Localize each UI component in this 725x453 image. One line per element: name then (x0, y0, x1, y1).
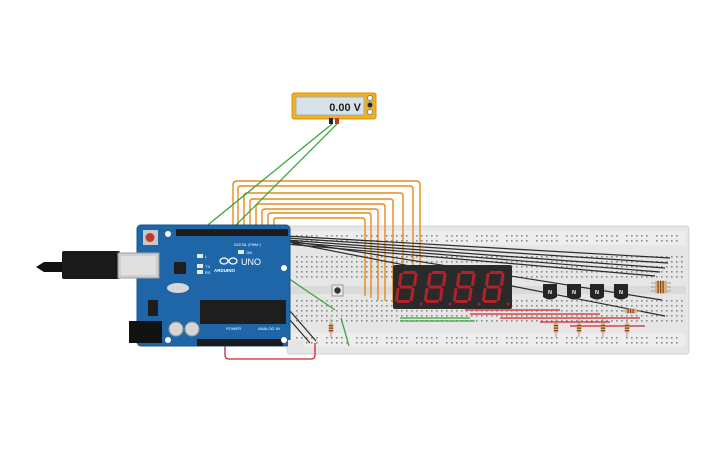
segment (500, 273, 505, 286)
segment (431, 271, 445, 274)
segment (423, 288, 429, 301)
segment (452, 288, 458, 301)
npn-transistor-4[interactable]: N (614, 284, 628, 300)
capacitor-1 (168, 321, 184, 337)
npn-transistor-2[interactable]: N (567, 284, 581, 300)
segment (467, 288, 473, 301)
atmega-chip (200, 300, 286, 324)
resistor (651, 284, 671, 290)
resistor (576, 319, 582, 337)
transistor-label: N (619, 290, 623, 296)
digit-3 (452, 271, 481, 306)
multimeter-reading: 0.00 V (329, 102, 361, 114)
usb-cable (36, 251, 160, 279)
led-tx (197, 264, 203, 268)
resistor (600, 319, 606, 337)
segment (394, 288, 400, 301)
resistors (328, 280, 671, 337)
resistor (553, 319, 559, 337)
capacitor-2 (184, 321, 200, 337)
npn-transistor-3[interactable]: N (590, 284, 604, 300)
segment (442, 273, 447, 286)
segment (456, 273, 461, 286)
terminal-minus[interactable] (366, 101, 374, 109)
segment (483, 300, 497, 303)
segment (481, 288, 487, 301)
segment (398, 273, 403, 286)
analog-label: ANALOG IN (258, 326, 280, 331)
segment (428, 285, 442, 289)
digit-2 (423, 271, 452, 306)
decimal-point (419, 302, 423, 306)
led-l (197, 254, 203, 258)
terminal-plus[interactable] (366, 94, 374, 102)
led-label-on: ON (246, 250, 252, 255)
segment (489, 271, 503, 274)
resistor (651, 288, 671, 294)
segment (402, 271, 416, 274)
board-notch (288, 340, 304, 352)
resistor (624, 319, 630, 337)
arduino-brand-text: ARDUINO (214, 268, 235, 273)
resistor (651, 280, 671, 286)
led-on (238, 250, 244, 254)
pushbutton[interactable] (331, 284, 344, 297)
digital-label: DIGITAL (PWM~) (234, 243, 261, 247)
arduino-model-text: UNO (241, 257, 261, 267)
arduino-logo: ARDUINO (214, 257, 238, 273)
transistor-label: N (548, 290, 552, 296)
segment (396, 300, 410, 303)
regulator (148, 300, 158, 316)
arduino-uno-board[interactable]: L TX RX ON ARDUINO UNO DIGITAL (PWM~) PO… (36, 224, 304, 352)
segment (496, 288, 502, 301)
segment (471, 273, 476, 286)
resistor (621, 308, 641, 314)
usb-chip (174, 262, 186, 274)
segment (438, 288, 444, 301)
power-analog-header[interactable] (197, 339, 283, 346)
multimeter[interactable]: 0.00 V (291, 92, 377, 124)
segment (454, 300, 468, 303)
segment (425, 300, 439, 303)
dc-jack (129, 321, 162, 343)
red-wires (224, 309, 645, 360)
led-rx (197, 270, 203, 274)
probe-black (329, 118, 333, 124)
decimal-point (448, 302, 452, 306)
crystal (167, 283, 189, 293)
power-label: POWER (226, 326, 241, 331)
segment (485, 273, 490, 286)
segment (399, 285, 413, 289)
terminal-com[interactable] (366, 108, 374, 116)
probe-red (335, 118, 339, 124)
transistor-label: N (572, 290, 576, 296)
led-label-tx: TX (205, 264, 210, 269)
transistor-label: N (595, 290, 599, 296)
led-label-rx: RX (205, 270, 211, 275)
segment (409, 288, 415, 301)
digit-4 (481, 271, 510, 306)
digit-1 (394, 271, 423, 306)
segment (460, 271, 474, 274)
seven-segment-display[interactable] (393, 265, 512, 309)
digital-header[interactable] (176, 229, 288, 236)
segment (486, 285, 500, 289)
decimal-point (506, 302, 510, 306)
segment (427, 273, 432, 286)
segment (413, 273, 418, 286)
led-label-l: L (205, 254, 208, 259)
resistor (328, 319, 334, 337)
npn-transistor-1[interactable]: N (543, 284, 557, 300)
decimal-point (477, 302, 481, 306)
segment (457, 285, 471, 289)
